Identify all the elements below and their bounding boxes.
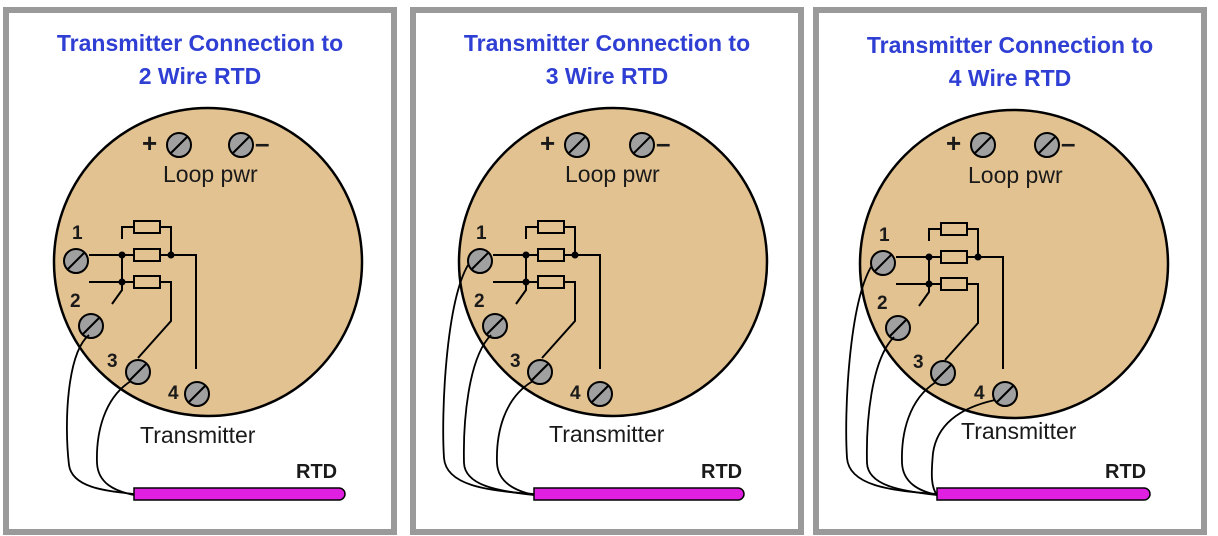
terminal-3-screw[interactable] <box>930 360 956 386</box>
terminal-4-label: 4 <box>974 383 985 404</box>
resistor-top <box>537 220 565 234</box>
terminal-3-label: 3 <box>510 351 521 372</box>
plus-sign: + <box>946 128 962 158</box>
loop-minus-terminal[interactable] <box>228 132 254 158</box>
minus-sign: – <box>1061 128 1076 158</box>
terminal-1-label: 1 <box>879 225 890 246</box>
wiring-diagram-4-wire <box>845 108 1170 501</box>
terminal-2-screw[interactable] <box>78 313 104 339</box>
transmitter-housing <box>457 106 769 418</box>
loop-power-label: Loop pwr <box>163 161 258 187</box>
wiring-diagram-3-wire <box>442 106 769 501</box>
terminal-3-screw[interactable] <box>125 359 151 385</box>
title-line-1: Transmitter Connection to <box>463 30 751 56</box>
terminal-2-label: 2 <box>877 293 888 314</box>
terminal-3-screw[interactable] <box>527 359 553 385</box>
minus-sign: – <box>656 128 671 158</box>
terminal-2-label: 2 <box>474 291 485 312</box>
resistor-network <box>89 220 197 369</box>
rtd-label: RTD <box>296 461 338 483</box>
rtd-probe <box>936 487 1151 501</box>
wire-terminal-3 <box>96 380 135 496</box>
transmitter-housing <box>52 106 364 418</box>
terminal-4-label: 4 <box>570 383 581 404</box>
field-wires <box>845 266 996 496</box>
loop-plus-terminal[interactable] <box>970 132 996 158</box>
terminal-4-screw[interactable] <box>992 381 1018 407</box>
resistor-bottom <box>537 275 565 289</box>
title-line-1: Transmitter Connection to <box>56 30 344 56</box>
resistor-middle <box>537 248 565 262</box>
terminal-2-label: 2 <box>70 291 81 312</box>
terminal-3-label: 3 <box>913 352 924 373</box>
terminal-2-screw[interactable] <box>482 313 508 339</box>
terminal-1-label: 1 <box>72 223 83 244</box>
panel-2-wire: Transmitter Connection to 2 Wire RTD + –… <box>3 7 397 535</box>
title-line-2: 3 Wire RTD <box>545 63 669 89</box>
loop-plus-terminal[interactable] <box>564 132 590 158</box>
junction-dots <box>522 251 579 286</box>
transmitter-label: Transmitter <box>140 422 256 448</box>
wiring-diagram-2-wire <box>52 106 364 501</box>
panel-3-wire: Transmitter Connection to 3 Wire RTD + –… <box>410 7 804 535</box>
wire-terminal-2 <box>462 334 535 496</box>
terminal-2-screw[interactable] <box>885 315 911 341</box>
transmitter-label: Transmitter <box>961 418 1077 444</box>
wire-terminal-1 <box>442 264 535 495</box>
field-wires <box>66 334 135 496</box>
rtd-label: RTD <box>701 461 743 483</box>
rtd-label: RTD <box>1105 461 1147 483</box>
loop-power-label: Loop pwr <box>565 161 660 187</box>
title-line-2: 2 Wire RTD <box>138 63 262 89</box>
terminal-4-screw[interactable] <box>587 381 613 407</box>
wire-terminal-3 <box>901 381 938 496</box>
terminal-4-label: 4 <box>168 383 179 404</box>
title-line-1: Transmitter Connection to <box>866 32 1154 58</box>
wire-terminal-2 <box>66 334 135 495</box>
rtd-probe <box>133 487 346 501</box>
resistor-top <box>133 220 161 234</box>
loop-minus-terminal[interactable] <box>629 132 655 158</box>
transmitter-label: Transmitter <box>549 421 665 447</box>
resistor-network <box>493 220 601 369</box>
terminal-3-label: 3 <box>107 351 118 372</box>
plus-sign: + <box>142 128 158 158</box>
wire-terminal-3 <box>496 380 535 496</box>
wire-terminal-2 <box>865 336 938 496</box>
terminal-1-label: 1 <box>476 223 487 244</box>
junction-dots <box>925 253 982 288</box>
resistor-middle <box>940 250 968 264</box>
wire-terminal-4 <box>930 399 996 496</box>
transmitter-housing <box>858 108 1170 420</box>
wire-terminal-1 <box>845 266 938 495</box>
resistor-bottom <box>133 275 161 289</box>
terminal-4-screw[interactable] <box>184 381 210 407</box>
resistor-top <box>940 222 968 236</box>
terminal-1-screw[interactable] <box>467 248 493 274</box>
loop-power-label: Loop pwr <box>968 162 1063 188</box>
minus-sign: – <box>255 128 270 158</box>
plus-sign: + <box>540 128 556 158</box>
panel-4-wire: Transmitter Connection to 4 Wire RTD + –… <box>813 7 1207 535</box>
loop-minus-terminal[interactable] <box>1034 132 1060 158</box>
title-line-2: 4 Wire RTD <box>948 65 1072 91</box>
terminal-1-screw[interactable] <box>63 248 89 274</box>
loop-plus-terminal[interactable] <box>166 132 192 158</box>
resistor-middle <box>133 248 161 262</box>
terminal-1-screw[interactable] <box>870 250 896 276</box>
junction-dots <box>118 251 175 286</box>
resistor-bottom <box>940 277 968 291</box>
field-wires <box>442 264 535 496</box>
rtd-probe <box>533 487 745 501</box>
